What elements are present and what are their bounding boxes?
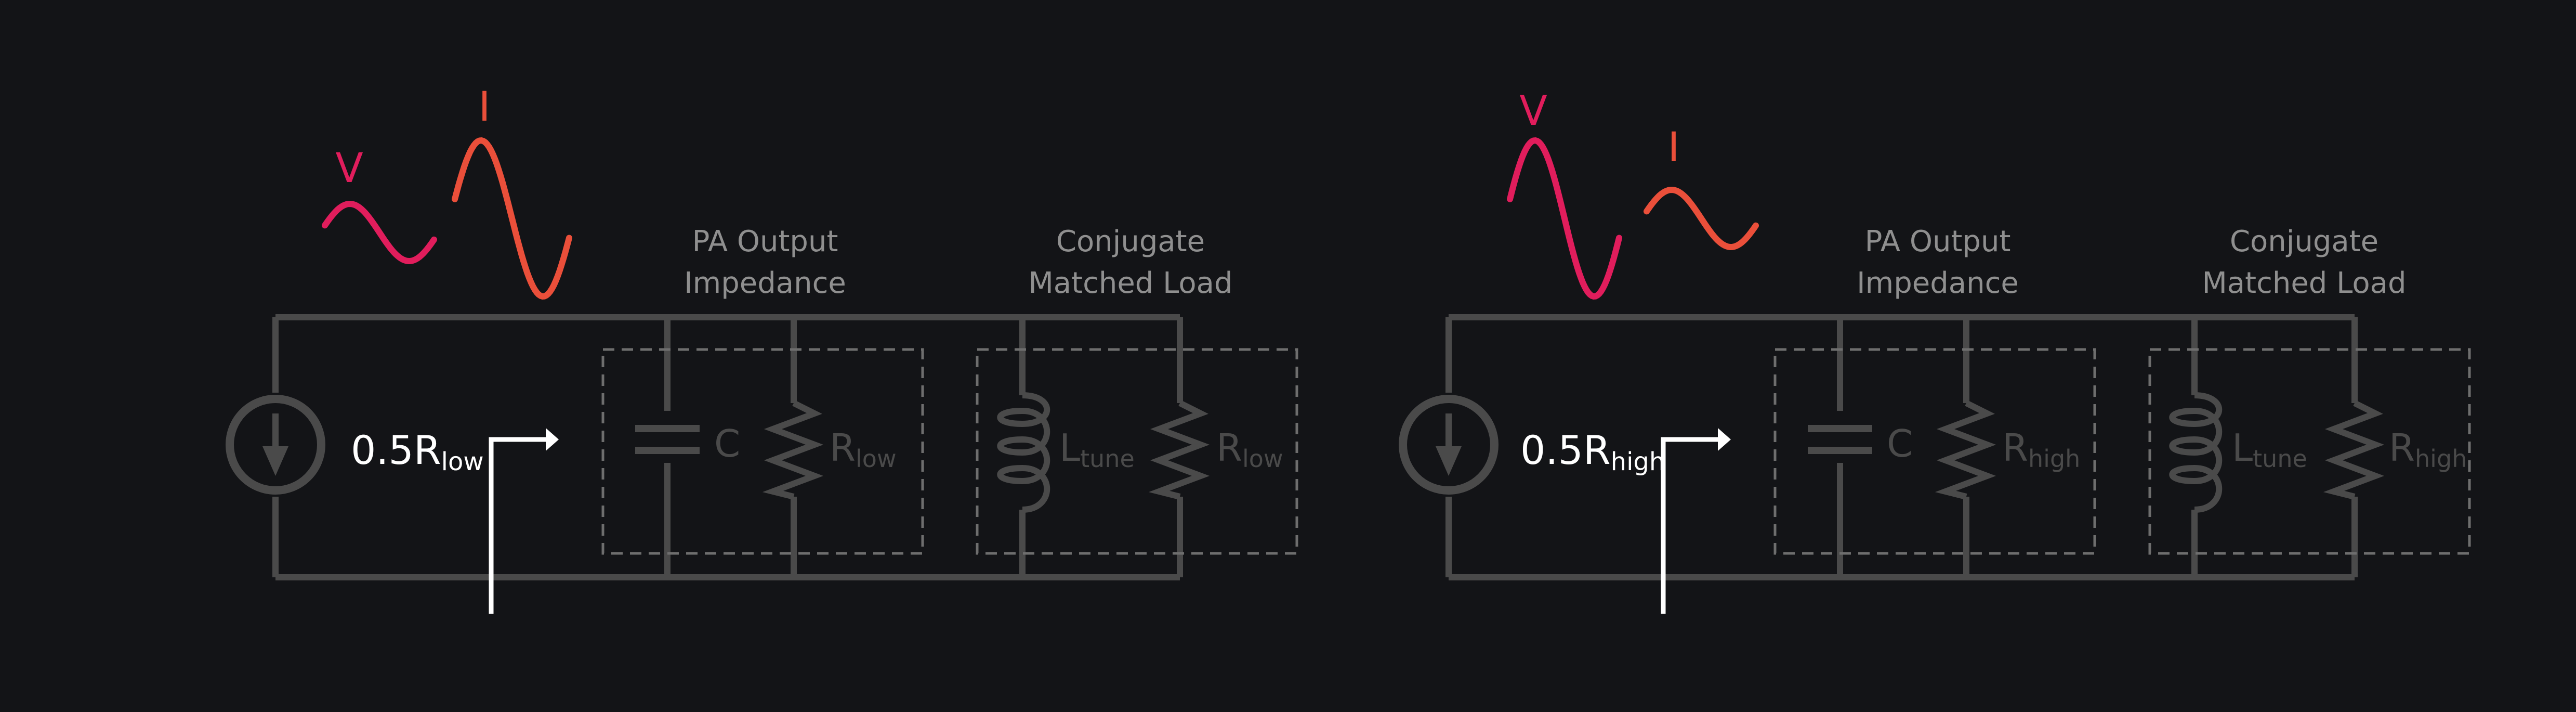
panel-high-current-label: I (1667, 124, 1679, 171)
panel-low-load-title-2: Matched Load (1028, 266, 1232, 300)
panel-low-voltage-wave (322, 200, 437, 265)
panel-high-load-box (2148, 348, 2471, 555)
panel-high-load-title-1: Conjugate (2230, 225, 2378, 258)
capacitor-icon (1808, 425, 1872, 454)
inductor-icon (997, 392, 1050, 513)
panel-low-output-title-1: PA Output (692, 225, 838, 258)
panel-low-ind-label: Ltune (1059, 426, 1135, 473)
panel-high-load-res-label: Rhigh (2389, 426, 2467, 473)
current-source-icon (226, 395, 325, 495)
panel-high-current-wave (1644, 186, 1759, 251)
panel-high-wires (1445, 314, 2358, 580)
panel-low-res-label: Rlow (830, 426, 897, 473)
panel-low-cap-label: C (714, 422, 740, 465)
resistor-icon (2323, 400, 2385, 500)
panel-low-load-title-1: Conjugate (1056, 225, 1205, 258)
panel-high-output-box (1773, 348, 2096, 555)
panel-low-wires (272, 314, 1183, 580)
resistor-icon (1935, 400, 1996, 500)
panel-low-voltage-label: V (335, 145, 363, 192)
panel-high-output-title-1: PA Output (1865, 225, 2011, 258)
panel-low: V I PA Output Impedance Conjugate Matche… (226, 84, 1298, 614)
panel-low-current-wave (452, 137, 572, 300)
capacitor-icon (635, 425, 700, 454)
panel-high-ind-label: Ltune (2232, 426, 2307, 473)
panel-low-current-label: I (478, 84, 490, 131)
panel-high: V I PA Output Impedance Conjugate Matche… (1399, 88, 2471, 614)
panel-high-output-title-2: Impedance (1857, 266, 2019, 300)
current-source-icon (1399, 395, 1499, 495)
resistor-icon (1148, 400, 1210, 500)
panel-high-source-label: 0.5Rhigh (1520, 427, 1665, 476)
panel-low-output-box (601, 348, 924, 555)
impedance-arrow-icon (1661, 428, 1731, 614)
panel-low-source-label: 0.5Rlow (351, 427, 484, 476)
panel-high-res-label: Rhigh (2002, 426, 2080, 473)
panel-low-load-res-label: Rlow (1216, 426, 1283, 473)
inductor-icon (2169, 392, 2223, 513)
panel-high-voltage-label: V (1519, 88, 1547, 135)
resistor-icon (762, 400, 824, 500)
panel-low-output-title-2: Impedance (684, 266, 846, 300)
panel-low-load-box (976, 348, 1298, 555)
panel-high-cap-label: C (1887, 422, 1913, 465)
impedance-arrow-icon (489, 428, 559, 614)
panel-high-voltage-wave (1507, 137, 1622, 300)
panel-high-load-title-2: Matched Load (2202, 266, 2406, 300)
